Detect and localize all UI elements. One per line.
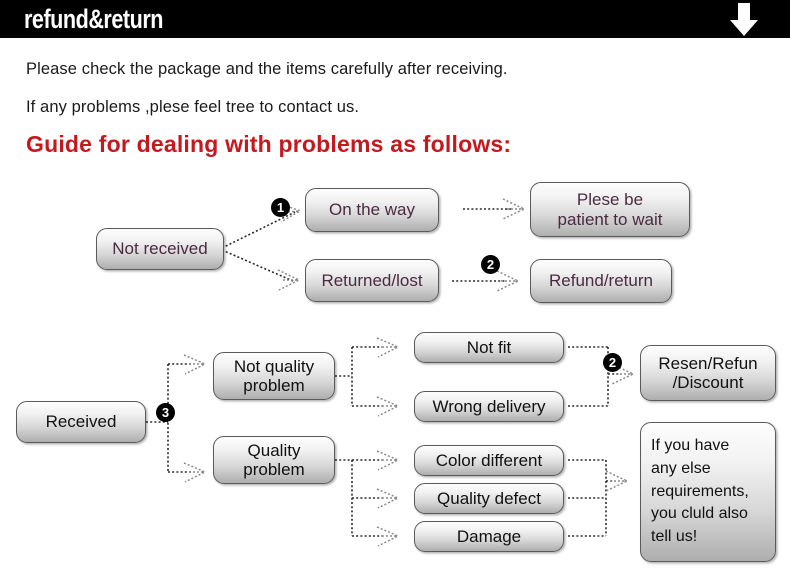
box-quality-problem[interactable]: Quality problem [213, 436, 335, 484]
down-arrow-icon [730, 3, 758, 36]
header-bar [0, 0, 790, 38]
box-line-1: Not quality [233, 356, 315, 376]
page-title: refund&return [24, 4, 163, 34]
box-line-1: Plese be [576, 190, 644, 210]
box-not-received[interactable]: Not received [96, 228, 224, 270]
box-returned-lost[interactable]: Returned/lost [305, 259, 439, 302]
guide-heading: Guide for dealing with problems as follo… [26, 131, 512, 157]
box-issue-damage[interactable]: Damage [414, 521, 564, 552]
box-line-1: Quality [247, 440, 301, 460]
box-refund-return[interactable]: Refund/return [530, 259, 672, 303]
intro-line-1: Please check the package and the items c… [26, 60, 508, 78]
box-any-else-requirements[interactable]: If you have any else requirements, you c… [640, 422, 776, 562]
box-line-2: any else [651, 459, 711, 477]
box-issue-wrong-delivery[interactable]: Wrong delivery [414, 391, 564, 422]
marker-2-bottom: 2 [603, 353, 622, 372]
intro-line-2: If any problems ,plese feel tree to cont… [26, 98, 360, 116]
box-issue-color-different[interactable]: Color different [414, 445, 564, 476]
box-issue-not-fit[interactable]: Not fit [414, 332, 564, 363]
box-line-1: If you have [651, 437, 730, 455]
box-line-1: Resen/Refun [658, 353, 758, 373]
box-please-be-patient[interactable]: Plese be patient to wait [530, 182, 690, 237]
box-line-2: problem [243, 376, 305, 395]
box-line-5: tell us! [651, 528, 698, 546]
box-line-2: /Discount [672, 373, 744, 392]
box-line-2: problem [243, 460, 305, 479]
box-line-3: requirements, [651, 482, 749, 500]
box-issue-quality-defect[interactable]: Quality defect [414, 483, 564, 514]
box-on-the-way[interactable]: On the way [305, 188, 439, 232]
marker-3: 3 [156, 403, 175, 422]
box-line-2: patient to wait [557, 209, 663, 229]
box-line-4: you cluld also [651, 505, 748, 523]
box-received[interactable]: Received [16, 401, 146, 443]
box-resend-refund-discount[interactable]: Resen/Refun /Discount [640, 345, 776, 401]
marker-1: 1 [271, 198, 290, 217]
box-not-quality-problem[interactable]: Not quality problem [213, 352, 335, 400]
marker-2-top: 2 [481, 255, 500, 274]
